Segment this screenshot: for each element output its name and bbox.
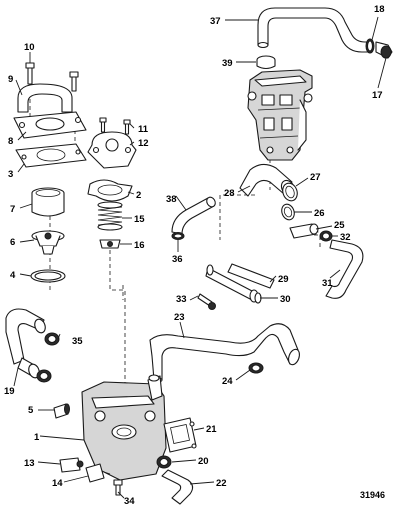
callout-4: 4 (10, 270, 16, 281)
callout-14: 14 (52, 478, 63, 489)
sleeve-7 (31, 187, 65, 217)
callout-22: 22 (216, 478, 227, 489)
plug-5 (53, 403, 70, 419)
callout-labels: 1 2 3 4 5 6 7 8 9 10 11 12 13 14 15 16 1… (4, 4, 385, 507)
callout-19: 19 (4, 386, 15, 397)
sender-14 (85, 463, 111, 483)
spring-15 (97, 201, 123, 231)
callout-12: 12 (138, 138, 149, 149)
callout-26: 26 (314, 208, 325, 219)
hose-38 (171, 196, 216, 235)
sender-13 (59, 457, 84, 473)
leader-lines (13, 16, 387, 499)
callout-3: 3 (8, 169, 13, 180)
callout-27: 27 (310, 172, 321, 183)
hose-22 (161, 469, 194, 505)
callout-28: 28 (224, 188, 235, 199)
clamp-35 (44, 332, 60, 346)
callout-1: 1 (34, 432, 40, 443)
callout-5: 5 (28, 405, 34, 416)
callout-30: 30 (280, 294, 291, 305)
clamp-20 (156, 455, 172, 469)
elbow-9 (17, 83, 73, 113)
callout-33: 33 (176, 294, 187, 305)
clamp-32 (319, 230, 333, 242)
tube-30 (205, 264, 262, 304)
callout-31: 31 (322, 278, 333, 289)
fitting-21 (189, 421, 197, 449)
callout-11: 11 (138, 124, 149, 135)
callout-32: 32 (340, 232, 351, 243)
callout-37: 37 (210, 16, 221, 27)
hose-23 (149, 323, 300, 383)
hose-37 (257, 7, 373, 53)
fitting-25 (289, 223, 319, 239)
thermostat-housing-assembly (247, 69, 313, 161)
hose-19 (5, 308, 46, 379)
manifold-body-1 (81, 374, 197, 481)
callout-9: 9 (8, 74, 13, 85)
clamp-24 (248, 362, 264, 374)
fitting-17 (375, 41, 393, 59)
callout-17: 17 (372, 90, 383, 101)
callout-7: 7 (10, 204, 15, 215)
callout-36: 36 (172, 254, 183, 265)
callout-13: 13 (24, 458, 35, 469)
callout-34: 34 (124, 496, 135, 507)
seal-39 (256, 55, 276, 70)
callout-10: 10 (24, 42, 35, 53)
callout-24: 24 (222, 376, 233, 387)
callout-39: 39 (222, 58, 233, 69)
callout-20: 20 (198, 456, 209, 467)
clamp-19b (36, 369, 52, 383)
callout-18: 18 (374, 4, 385, 15)
hose-29 (227, 263, 275, 289)
callout-8: 8 (8, 136, 13, 147)
clamp-18 (365, 38, 375, 54)
callout-6: 6 (10, 237, 15, 248)
callout-16: 16 (134, 240, 145, 251)
callout-29: 29 (278, 274, 289, 285)
bolt-33 (197, 293, 216, 310)
callout-38: 38 (166, 194, 177, 205)
figure-number: 31946 (360, 490, 385, 500)
hose-31 (325, 239, 364, 299)
bolt-10 (25, 62, 35, 85)
clamp-27 (282, 182, 298, 202)
callout-2: 2 (136, 190, 141, 201)
cover-12 (87, 131, 137, 169)
thermostat-6 (31, 230, 65, 255)
callout-25: 25 (334, 220, 345, 231)
gasket-3 (15, 143, 87, 168)
bolt-10b (69, 71, 79, 92)
gasket-2 (87, 179, 133, 202)
plate-8 (13, 111, 87, 139)
bolt-34 (113, 479, 123, 496)
callout-21: 21 (206, 424, 217, 435)
clamp-36 (171, 232, 185, 240)
o-ring-4 (30, 269, 66, 283)
callout-35: 35 (72, 336, 83, 347)
valve-16 (99, 239, 121, 249)
callout-23: 23 (174, 312, 185, 323)
clamp-26 (281, 203, 295, 221)
callout-15: 15 (134, 214, 145, 225)
screw-11 (99, 117, 131, 135)
